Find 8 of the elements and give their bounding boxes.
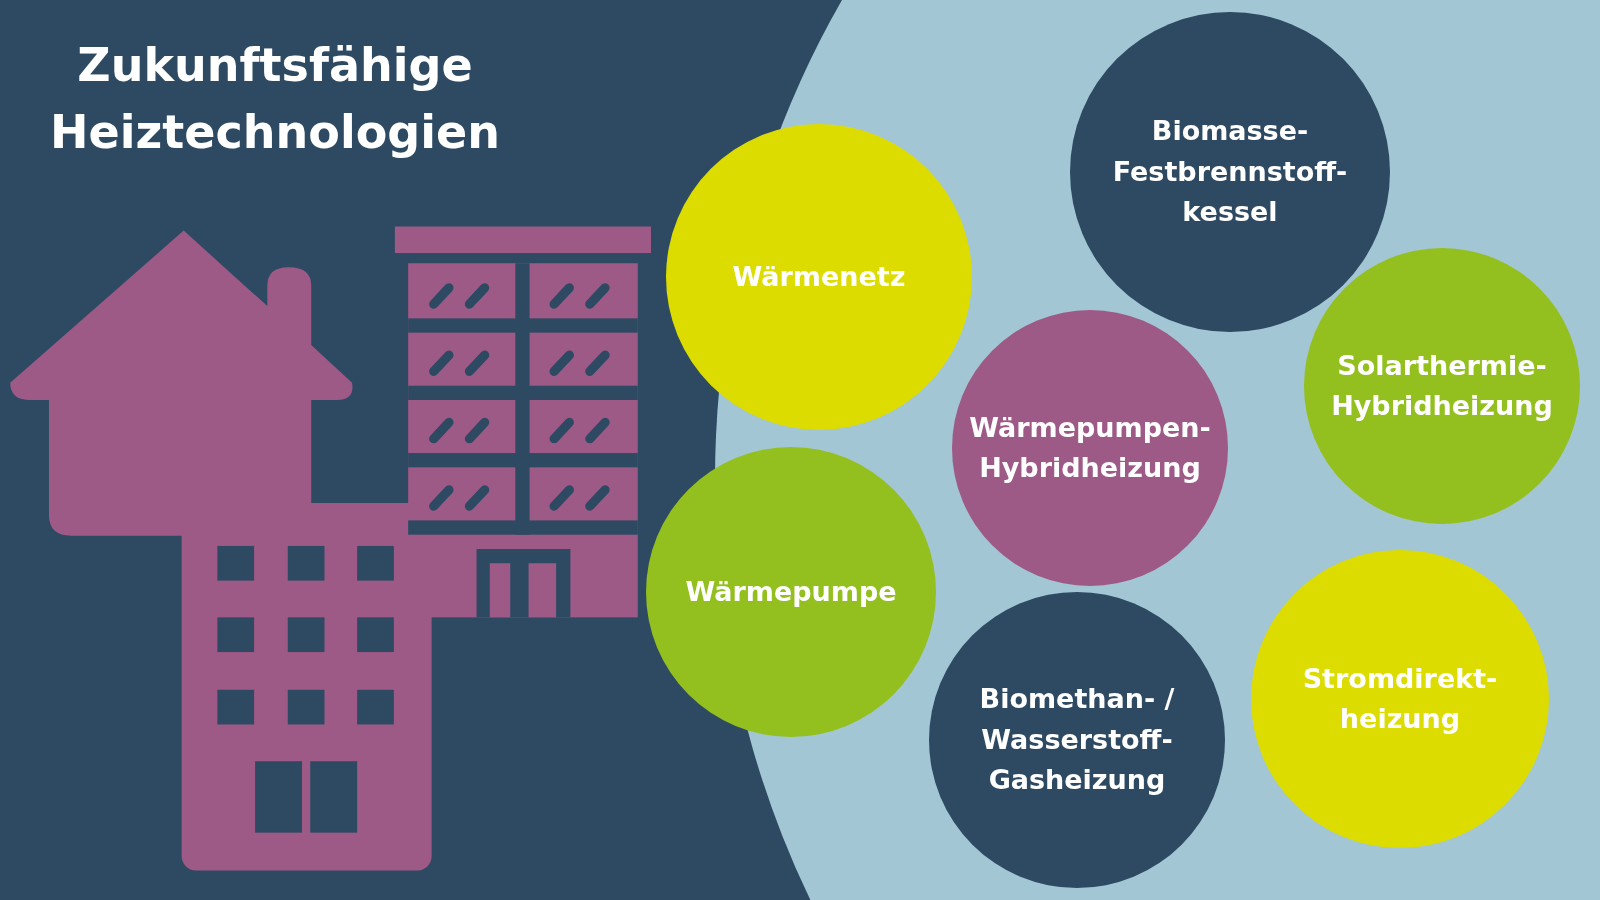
node-label: Stromdirekt- heizung bbox=[1301, 661, 1499, 736]
node-label: Wärmepumpen- Hybridheizung bbox=[968, 410, 1212, 485]
node-label: Wärmepumpe bbox=[684, 574, 898, 609]
node-label: Wärmenetz bbox=[731, 259, 907, 294]
title: Zukunftsfähige Heiztechnologien bbox=[49, 37, 501, 161]
node-label: Biomethan- / Wasserstoff- Gasheizung bbox=[978, 682, 1176, 798]
node-label: Biomasse- Festbrennstoff- kessel bbox=[1111, 114, 1349, 230]
node-label: Solarthermie- Hybridheizung bbox=[1330, 348, 1554, 423]
